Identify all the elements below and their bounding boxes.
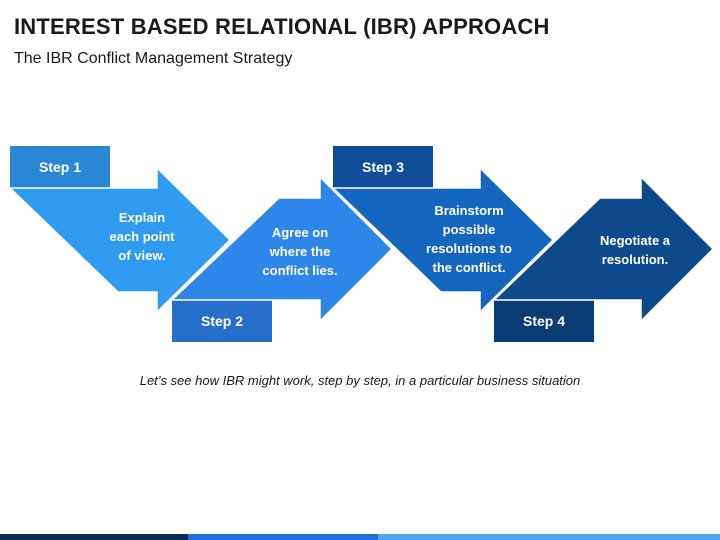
step-1-label: Step 1 [38, 159, 81, 175]
page-title: INTEREST BASED RELATIONAL (IBR) APPROACH [14, 14, 550, 39]
caption: Let’s see how IBR might work, step by st… [139, 373, 581, 388]
step-2-label: Step 2 [200, 313, 243, 329]
bottom-bar-segment-mid [188, 534, 378, 540]
bottom-bar-segment-dark [0, 534, 188, 540]
step-1-arrow [8, 166, 232, 314]
step-3-text: Brainstorm possible resolutions to the c… [426, 203, 512, 275]
step-4-label: Step 4 [522, 313, 565, 329]
step-1-tab [10, 146, 110, 188]
step-3-tab [333, 146, 433, 188]
page-subtitle: The IBR Conflict Management Strategy [14, 50, 293, 67]
step-3-arrow [331, 166, 555, 314]
step-2-text: Agree on where the conflict lies. [262, 224, 338, 278]
step-4-tab [494, 300, 594, 342]
step-3-label: Step 3 [361, 159, 404, 175]
step-1-text: Explain each point of view. [109, 209, 175, 263]
bottom-bar-segment-light [378, 534, 720, 540]
bottom-accent-bar [0, 534, 720, 540]
step-2-arrow [170, 175, 394, 323]
step-2-tab [172, 300, 272, 342]
step-4-arrow [492, 175, 715, 323]
step-4-text: Negotiate a resolution. [599, 233, 671, 267]
